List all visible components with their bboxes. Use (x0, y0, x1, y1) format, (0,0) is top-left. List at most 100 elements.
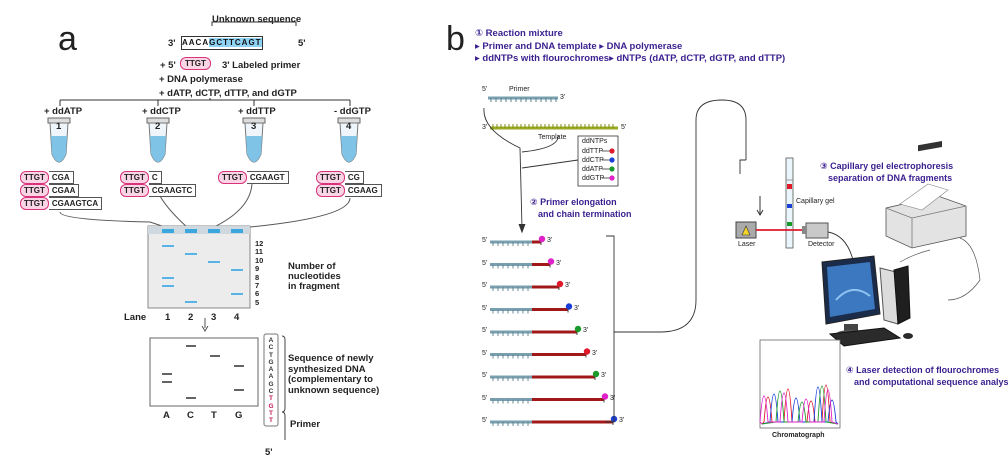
fragment-extension: CGAA (48, 184, 80, 197)
fragment-primer: TTGT (20, 184, 49, 197)
ddntp-dot (609, 157, 615, 163)
tube-4 (337, 117, 361, 163)
ddntp-ddctp: ddCTP (582, 157, 604, 164)
read-base: G (268, 380, 274, 388)
fluorochrome-dot (574, 325, 582, 333)
terminated-fragment (490, 235, 546, 246)
size-label-line: in fragment (288, 281, 340, 292)
chromatograph-label: Chromatograph (772, 432, 825, 439)
gel-slab (147, 225, 251, 309)
template-strand: AACAGCTTCAGT (181, 36, 263, 50)
detector-label: Detector (808, 241, 835, 248)
sequence-label: Sequence of newly synthesized DNA (compl… (288, 353, 379, 396)
fragment-3prime: 3' (574, 304, 580, 312)
fragment-3prime: 3' (619, 417, 625, 424)
tube-branch-lines (59, 98, 351, 106)
terminated-fragment (490, 303, 573, 314)
fragment-3prime: 3' (583, 327, 589, 334)
primer-strand (488, 96, 558, 102)
ddntp-ddgtp: ddGTP (582, 175, 605, 182)
tube-3-number: 3 (251, 121, 257, 132)
ddntp-dot (609, 148, 615, 154)
printer-icon (885, 141, 967, 249)
computer-icon (821, 249, 931, 347)
size-tick: 6 (255, 289, 260, 299)
fluorochrome-dot (547, 258, 555, 265)
fluorochrome-dot (556, 280, 564, 288)
tube-3-label: + ddTTP (238, 106, 276, 117)
template-strand-b (490, 124, 618, 130)
fragment-3prime: 3' (601, 372, 607, 379)
fragment-5prime: 5' (482, 259, 488, 267)
size-tick: 12 (255, 239, 264, 248)
laser-label: Laser (738, 241, 756, 248)
fragment-primer: TTGT (20, 197, 49, 210)
sequence-label-line: (complementary to (288, 374, 373, 385)
laser-device (735, 221, 806, 239)
tube-2-label: + ddCTP (142, 106, 181, 117)
fragment-3prime: 3' (556, 259, 562, 267)
ddntp-dot (609, 166, 615, 172)
sequencing-readout (149, 337, 259, 407)
terminated-fragment (490, 370, 600, 381)
tube-2 (146, 117, 170, 163)
primer-5prime-b: 5' (482, 86, 488, 93)
tube-4-number: 4 (346, 121, 352, 132)
step2-line: ② Primer elongation (530, 197, 617, 207)
panel-a-letter: a (58, 20, 77, 58)
template-5prime: 5' (298, 38, 306, 49)
template-3prime: 3' (168, 38, 176, 49)
fluorochrome-dot (538, 235, 546, 243)
capillary-gel-label: Capillary gel (796, 198, 835, 205)
size-tick: 10 (255, 255, 264, 265)
fragment-size-ticks: 12 11 10 9 8 7 6 5 (255, 239, 264, 307)
lane-label: Lane (124, 312, 147, 323)
fragment-3prime: 3' (610, 394, 616, 402)
step1-title: ① Reaction mixture (475, 28, 563, 39)
lane-2: 2 (188, 312, 194, 323)
read-base: A (268, 366, 274, 374)
terminated-fragment (490, 393, 609, 404)
fragment-primer: TTGT (316, 184, 345, 197)
read-base-primer: T (269, 417, 273, 425)
step3-line: separation of DNA fragments (828, 173, 953, 183)
read-col-a: A (163, 410, 170, 421)
read-col-t: T (211, 410, 217, 421)
tube-1-number: 1 (56, 121, 62, 132)
fragment-5prime: 5' (482, 327, 488, 334)
read-base: G (268, 358, 274, 366)
lane-4: 4 (234, 312, 240, 323)
chromatograph-plot (759, 339, 841, 429)
fluorochrome-dot (565, 303, 573, 310)
tube-3 (242, 117, 266, 163)
reagent-dntps: + dATP, dCTP, dTTP, and dGTP (159, 88, 297, 99)
ddntp-ddttp: ddTTP (582, 148, 604, 155)
template-3prime-b: 3' (482, 124, 488, 131)
fragment-5prime: 5' (482, 237, 488, 244)
step4-label: ④ Laser detection of flourochromes and c… (846, 364, 1008, 388)
fragment-5prime: 5' (482, 372, 488, 379)
fragment-extension: CGAAG (344, 184, 382, 197)
read-sequence-column: A C T G A A G C T G T T (267, 337, 275, 425)
read-base: T (269, 351, 273, 359)
fragment-primer: TTGT (120, 171, 149, 184)
terminated-fragment (490, 325, 582, 336)
step2-line: and chain termination (538, 209, 632, 219)
step4-line: ④ Laser detection of flourochromes (846, 365, 1000, 375)
primer-prefix: + 5' (160, 60, 176, 71)
tube-4-label: - ddGTP (334, 106, 371, 117)
step2-label: ② Primer elongation and chain terminatio… (530, 196, 632, 220)
fluorochrome-dot (592, 370, 600, 378)
read-base: C (268, 344, 274, 352)
panel-b-letter: b (446, 20, 465, 58)
fluorochrome-dot (601, 393, 609, 400)
read-col-c: C (187, 410, 194, 421)
fluorochrome-dot (583, 348, 591, 355)
primer-label-b: Primer (509, 86, 530, 93)
lane-3: 3 (211, 312, 217, 323)
terminated-fragment (490, 415, 618, 426)
size-label: Number of nucleotides in fragment (288, 262, 341, 292)
